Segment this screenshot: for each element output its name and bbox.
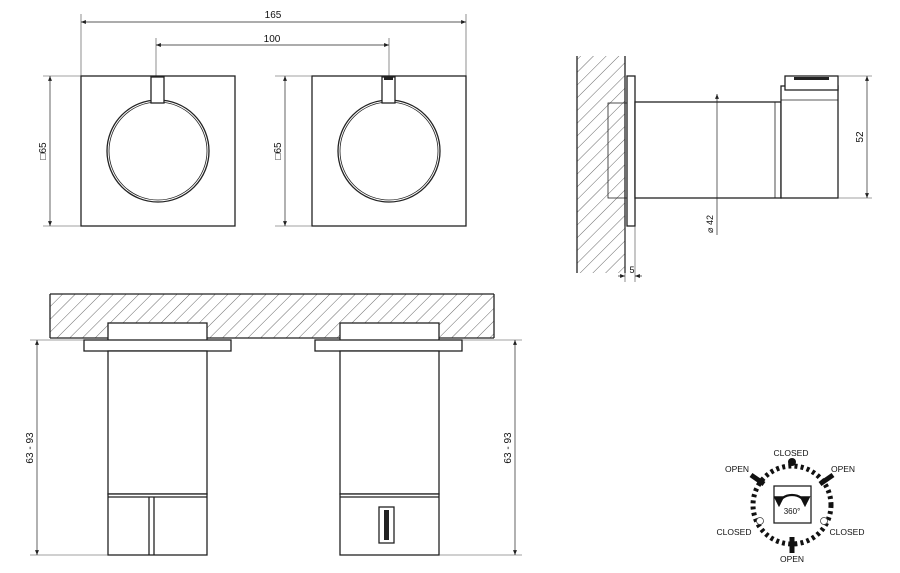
handle-height-label: 52 xyxy=(855,131,866,143)
depth-right-label: 63 - 93 xyxy=(503,432,514,464)
side-view: 5 ⌀ 42 52 xyxy=(576,56,872,282)
body-diameter-label: ⌀ 42 xyxy=(705,215,715,233)
front-view: 165 100 □65 xyxy=(38,10,467,227)
closed-right-dot xyxy=(820,517,828,525)
overall-width-label: 165 xyxy=(265,10,282,21)
center-distance-label: 100 xyxy=(264,34,281,45)
rotation-arrow-icon xyxy=(773,493,811,508)
plate-size-left-label: □65 xyxy=(38,142,49,160)
rotation-symbol: 360° CLOSED OPEN OPEN CLOSED CLOSED OPEN xyxy=(717,448,865,564)
overall-width-dimension: 165 xyxy=(80,10,467,76)
valve-body-side xyxy=(634,101,782,199)
label-closed-bottom-right: CLOSED xyxy=(830,527,865,537)
rotation-label: 360° xyxy=(784,507,801,516)
handle-side xyxy=(780,85,839,199)
handle-height-dimension: 52 xyxy=(838,75,872,199)
closed-left-dot xyxy=(756,517,764,525)
label-open-top-right: OPEN xyxy=(831,464,855,474)
label-open-bottom: OPEN xyxy=(780,554,804,564)
plate-thickness-label: 5 xyxy=(629,265,634,275)
depth-right-dimension: 63 - 93 xyxy=(439,339,522,556)
closed-top-dot xyxy=(788,458,796,466)
label-closed-bottom-left: CLOSED xyxy=(717,527,752,537)
plate-size-right-label: □65 xyxy=(273,142,284,160)
depth-left-label: 63 - 93 xyxy=(25,432,36,464)
left-unit-top xyxy=(83,322,232,556)
right-unit-top xyxy=(314,322,463,556)
depth-left-dimension: 63 - 93 xyxy=(25,339,108,556)
mounting-plate-side xyxy=(626,75,636,227)
label-closed-top: CLOSED xyxy=(774,448,809,458)
label-open-top-left: OPEN xyxy=(725,464,749,474)
plate-thickness-dimension: 5 xyxy=(618,226,642,282)
center-distance-dimension: 100 xyxy=(155,34,390,80)
top-view: 63 - 93 63 - 93 xyxy=(25,293,522,556)
left-plate: □65 xyxy=(38,75,236,227)
wall-section-side xyxy=(576,56,626,273)
body-diameter-dimension: ⌀ 42 xyxy=(705,94,719,235)
right-plate: □65 xyxy=(273,75,467,227)
